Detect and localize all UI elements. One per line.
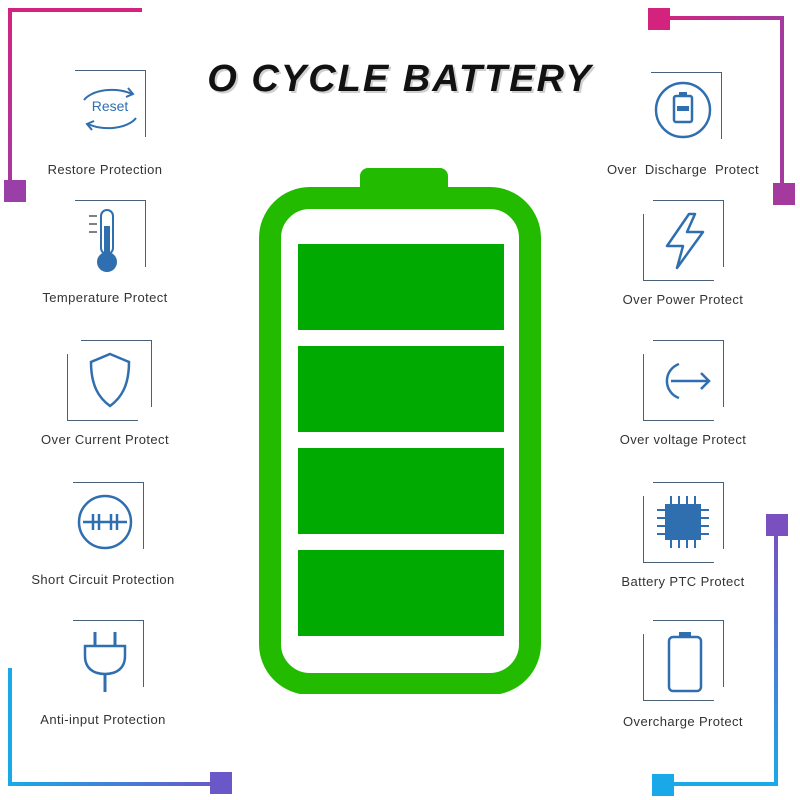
feature-label: Restore Protection <box>47 162 163 177</box>
feature-over-discharge-protect: Over Discharge Protect <box>583 68 783 188</box>
feature-short-circuit-protection: Short Circuit Protection <box>3 480 203 600</box>
feature-label: Over voltage Protect <box>619 432 747 447</box>
feature-restore-protection: Reset Restore Protection <box>5 68 205 188</box>
thermometer-icon <box>89 209 117 272</box>
chip-icon <box>657 496 709 548</box>
battery-level-bar <box>298 346 504 432</box>
feature-anti-input-protection: Anti-input Protection <box>3 618 203 738</box>
feature-over-voltage-protect: Over voltage Protect <box>583 340 783 460</box>
feature-label: Over Discharge Protect <box>607 162 759 177</box>
feature-label: Over Current Protect <box>41 432 169 447</box>
lightning-icon <box>665 212 705 270</box>
feature-label: Over Power Protect <box>622 292 744 307</box>
battery-level-bar <box>298 244 504 330</box>
feature-temperature-protect: Temperature Protect <box>5 198 205 318</box>
reset-icon: Reset <box>83 87 137 131</box>
reset-icon-text: Reset <box>92 98 129 114</box>
feature-overcharge-protect: Overcharge Protect <box>583 620 783 740</box>
feature-battery-ptc-protect: Battery PTC Protect <box>583 482 783 602</box>
feature-label: Overcharge Protect <box>623 714 743 729</box>
feature-label: Anti-input Protection <box>40 712 166 727</box>
feature-over-power-protect: Over Power Protect <box>583 200 783 320</box>
battery-small-icon <box>654 81 712 139</box>
plug-icon <box>83 632 127 692</box>
circuit-icon <box>77 494 133 550</box>
feature-label: Short Circuit Protection <box>31 572 175 587</box>
battery-case <box>259 187 541 694</box>
shield-icon <box>89 352 131 408</box>
feature-label: Battery PTC Protect <box>621 574 745 589</box>
feature-over-current-protect: Over Current Protect <box>5 340 205 460</box>
battery-level-bar <box>298 448 504 534</box>
arrow-icon <box>665 362 711 400</box>
battery-level-bar <box>298 550 504 636</box>
battery-outline-icon <box>667 632 703 693</box>
feature-label: Temperature Protect <box>42 290 168 305</box>
battery-graphic <box>259 168 541 694</box>
page-title: O CYCLE BATTERY <box>207 58 593 100</box>
